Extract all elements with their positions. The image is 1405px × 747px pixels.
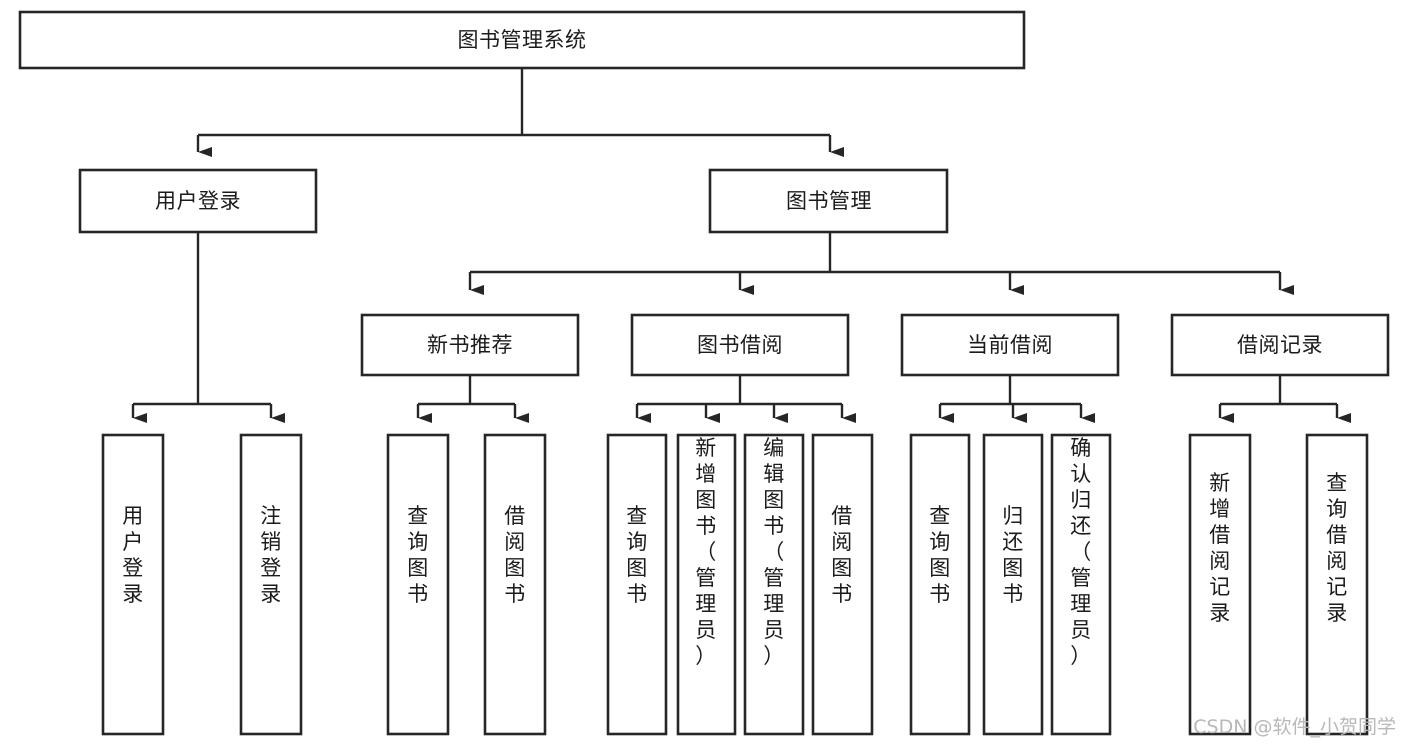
leaf-node-borrow-book-borrow[interactable]: 借阅图书: [811, 433, 874, 736]
connector-group-book-borrow: [635, 375, 856, 423]
leaf-node-edit-book-admin[interactable]: 编辑图书（管理员）: [743, 433, 805, 736]
node-book-borrow-label: 图书借阅: [697, 333, 783, 357]
node-borrow-record-box[interactable]: [1170, 313, 1390, 377]
leaf-node-query-book-current[interactable]: 查询图书: [909, 433, 971, 736]
node-book-management-box[interactable]: [708, 168, 949, 234]
connector-group-current-borrow: [938, 375, 1095, 423]
leaf-node-edit-book-admin-box[interactable]: [743, 433, 805, 736]
node-new-book-recommend-box[interactable]: [360, 313, 580, 377]
node-new-book-recommend[interactable]: 新书推荐: [360, 313, 580, 377]
node-book-borrow-box[interactable]: [630, 313, 850, 377]
leaf-node-add-book-admin-box[interactable]: [676, 433, 737, 736]
leaf-node-query-borrow-record-label: 查询借阅记录: [1326, 471, 1348, 625]
leaf-node-borrow-book-recommend-box[interactable]: [483, 433, 547, 736]
leaf-node-logout-login[interactable]: 注销登录: [239, 433, 303, 736]
leaf-node-return-book-label: 归还图书: [1002, 504, 1024, 606]
connector-group-new-book-recommend: [416, 375, 529, 423]
leaf-node-confirm-return-admin-label: 确认归还（管理员）: [1070, 436, 1092, 668]
leaf-node-query-borrow-record-box[interactable]: [1305, 433, 1369, 736]
leaf-node-user-login-box[interactable]: [101, 433, 165, 736]
node-borrow-record[interactable]: 借阅记录: [1170, 313, 1390, 377]
node-current-borrow[interactable]: 当前借阅: [900, 313, 1120, 377]
leaf-node-user-login[interactable]: 用户登录: [101, 433, 165, 736]
leaf-node-query-book-recommend-box[interactable]: [386, 433, 450, 736]
leaf-node-query-book-borrow-label: 查询图书: [626, 504, 648, 606]
node-borrow-record-label: 借阅记录: [1237, 333, 1323, 357]
leaf-node-return-book[interactable]: 归还图书: [982, 433, 1044, 736]
leaf-node-return-book-box[interactable]: [982, 433, 1044, 736]
connector-group-book-management: [468, 232, 1294, 295]
csdn-watermark: CSDN @软件_小贺同学: [1193, 716, 1396, 738]
leaf-node-add-book-admin-label: 新增图书（管理员）: [695, 436, 717, 668]
leaf-node-confirm-return-admin-box[interactable]: [1050, 433, 1112, 736]
connector-group-user-login: [131, 232, 285, 423]
node-root-system-box[interactable]: [18, 10, 1026, 70]
leaf-node-logout-login-box[interactable]: [239, 433, 303, 736]
leaf-node-query-book-current-label: 查询图书: [929, 504, 951, 606]
node-current-borrow-label: 当前借阅: [967, 333, 1053, 357]
leaf-node-logout-login-label: 注销登录: [260, 504, 282, 606]
node-root-system-label: 图书管理系统: [458, 28, 587, 52]
node-book-management-label: 图书管理: [786, 189, 872, 213]
leaf-node-query-book-borrow[interactable]: 查询图书: [606, 433, 668, 736]
leaf-node-edit-book-admin-label: 编辑图书（管理员）: [763, 436, 785, 668]
node-user-login-label: 用户登录: [155, 189, 241, 213]
connector-group-borrow-record: [1218, 375, 1351, 423]
leaf-node-confirm-return-admin[interactable]: 确认归还（管理员）: [1050, 433, 1112, 736]
leaf-node-borrow-book-borrow-label: 借阅图书: [831, 504, 853, 606]
leaf-node-add-borrow-record[interactable]: 新增借阅记录: [1188, 433, 1252, 736]
node-current-borrow-box[interactable]: [900, 313, 1120, 377]
node-user-login-box[interactable]: [78, 168, 318, 234]
leaf-node-borrow-book-borrow-box[interactable]: [811, 433, 874, 736]
leaf-node-add-borrow-record-label: 新增借阅记录: [1209, 471, 1231, 625]
leaf-node-query-book-current-box[interactable]: [909, 433, 971, 736]
connector-group-root: [196, 68, 844, 157]
leaf-node-borrow-book-recommend[interactable]: 借阅图书: [483, 433, 547, 736]
node-book-borrow[interactable]: 图书借阅: [630, 313, 850, 377]
leaf-node-user-login-label: 用户登录: [122, 504, 144, 606]
leaf-node-query-book-recommend[interactable]: 查询图书: [386, 433, 450, 736]
node-user-login[interactable]: 用户登录: [78, 168, 318, 234]
node-new-book-recommend-label: 新书推荐: [427, 333, 513, 357]
leaf-node-add-book-admin[interactable]: 新增图书（管理员）: [676, 433, 737, 736]
leaf-node-add-borrow-record-box[interactable]: [1188, 433, 1252, 736]
leaf-node-query-book-borrow-box[interactable]: [606, 433, 668, 736]
node-book-management[interactable]: 图书管理: [708, 168, 949, 234]
leaf-node-query-book-recommend-label: 查询图书: [407, 504, 429, 606]
node-root-system[interactable]: 图书管理系统: [18, 10, 1026, 70]
leaf-node-borrow-book-recommend-label: 借阅图书: [504, 504, 526, 606]
leaf-node-query-borrow-record[interactable]: 查询借阅记录: [1305, 433, 1369, 736]
